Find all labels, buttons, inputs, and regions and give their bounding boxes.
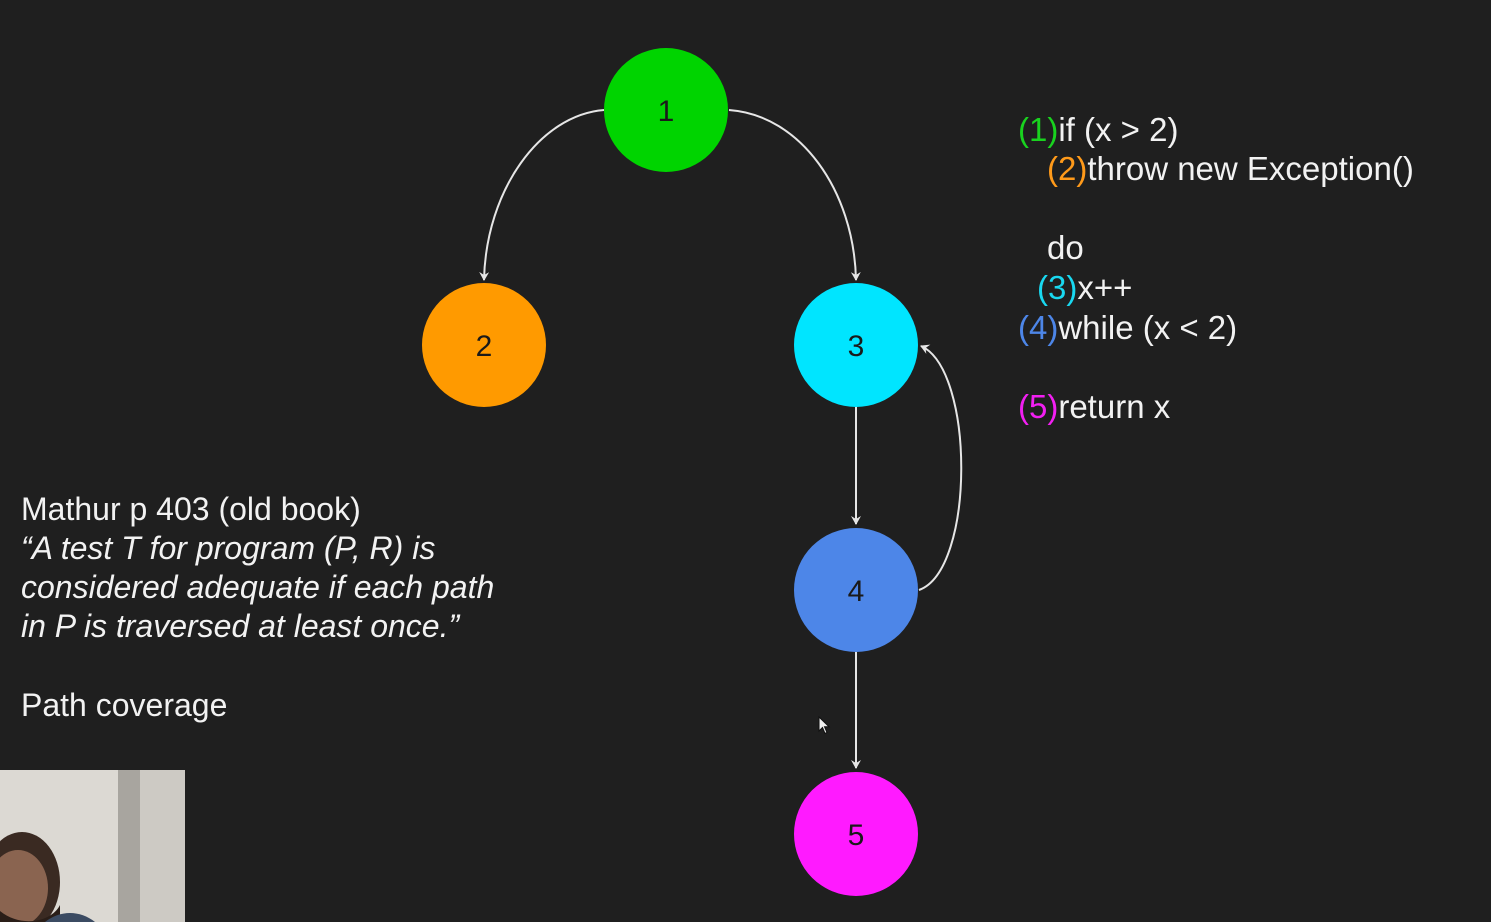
node-3-label: 3 bbox=[848, 330, 865, 363]
node-3: 3 bbox=[794, 283, 918, 407]
node-2-circle bbox=[422, 283, 546, 407]
code-line-5: (4)while (x < 2) bbox=[1018, 308, 1237, 348]
code-marker-4: (3) bbox=[1037, 269, 1078, 306]
edge-4-to-3 bbox=[918, 344, 963, 591]
code-text-4: x++ bbox=[1077, 269, 1133, 306]
code-text-6: return x bbox=[1058, 388, 1171, 425]
presenter-image bbox=[0, 770, 185, 922]
code-text-2: throw new Exception() bbox=[1087, 150, 1414, 187]
code-marker-2: (2) bbox=[1047, 150, 1088, 187]
node-1: 1 bbox=[604, 48, 728, 172]
code-marker-1: (1) bbox=[1018, 111, 1059, 148]
edge-1-to-2 bbox=[479, 109, 605, 281]
quote-line-2: considered adequate if each path bbox=[21, 569, 495, 605]
node-5-circle bbox=[794, 772, 918, 896]
quote-source: Mathur p 403 (old book) bbox=[21, 491, 361, 527]
node-2: 2 bbox=[422, 283, 546, 407]
code-line-2: (2)throw new Exception() bbox=[1047, 149, 1414, 189]
code-text-1: if (x > 2) bbox=[1058, 111, 1179, 148]
node-3-circle bbox=[794, 283, 918, 407]
quote-line-3: in P is traversed at least once.” bbox=[21, 608, 460, 644]
code-line-6: (5)return x bbox=[1018, 387, 1170, 427]
quote-block: Mathur p 403 (old book) “A test T for pr… bbox=[21, 490, 494, 646]
node-5: 5 bbox=[794, 772, 918, 896]
webcam-thumbnail bbox=[0, 770, 185, 922]
node-4-label: 4 bbox=[848, 575, 865, 608]
code-text-5: while (x < 2) bbox=[1058, 309, 1238, 346]
edge-1-to-3 bbox=[728, 109, 861, 281]
mouse-cursor-icon bbox=[818, 716, 831, 735]
node-5-label: 5 bbox=[848, 819, 865, 852]
node-1-label: 1 bbox=[658, 95, 675, 128]
node-4: 4 bbox=[794, 528, 918, 652]
coverage-label: Path coverage bbox=[21, 687, 228, 723]
node-2-label: 2 bbox=[476, 330, 493, 363]
quote-line-1: “A test T for program (P, R) is bbox=[21, 530, 436, 566]
code-marker-6: (5) bbox=[1018, 388, 1059, 425]
node-4-circle bbox=[794, 528, 918, 652]
node-1-circle bbox=[604, 48, 728, 172]
code-line-1: (1)if (x > 2) bbox=[1018, 110, 1178, 150]
code-text-3: do bbox=[1047, 229, 1084, 266]
code-line-4: (3)x++ bbox=[1037, 268, 1132, 308]
code-line-3: do bbox=[1047, 228, 1084, 268]
code-marker-5: (4) bbox=[1018, 309, 1059, 346]
